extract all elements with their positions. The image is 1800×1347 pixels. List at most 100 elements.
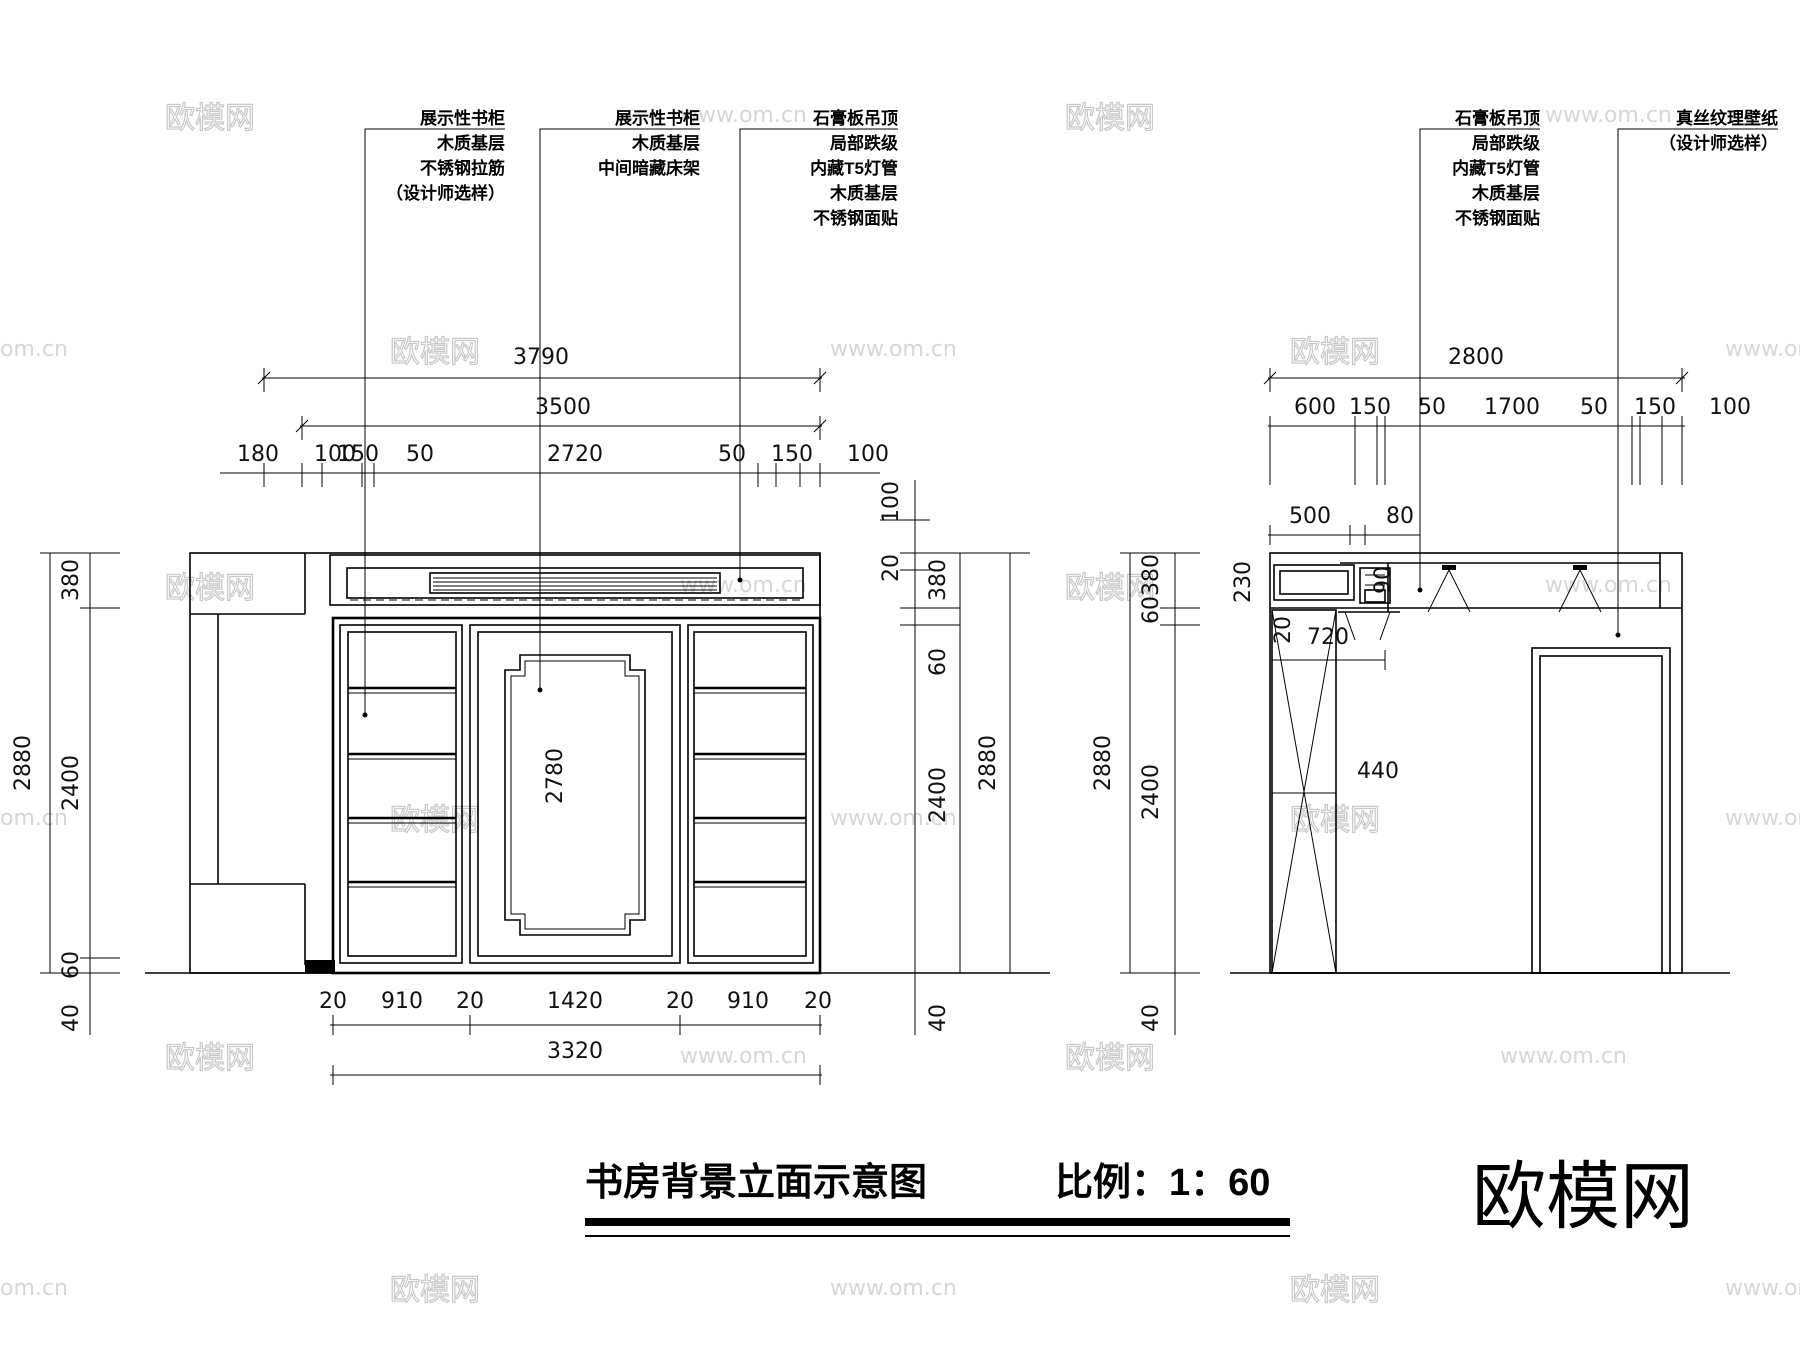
leader-dot bbox=[537, 687, 543, 693]
left-cabinet: 2780 bbox=[145, 552, 1050, 975]
watermark: www.om.cn bbox=[1725, 337, 1800, 362]
note-line: 内藏T5灯管 bbox=[1452, 158, 1540, 178]
dims-left-left: 2880 380 2400 60 40 bbox=[11, 552, 120, 1035]
watermark: 欧模网 bbox=[1290, 335, 1380, 370]
dim-chain: 1700 bbox=[1484, 395, 1540, 420]
note-line: 真丝纹理壁纸 bbox=[1676, 108, 1778, 128]
dim-chain: 50 bbox=[718, 442, 746, 467]
leader-dot bbox=[1615, 632, 1621, 638]
watermark: www.om.cn bbox=[1500, 1044, 1627, 1069]
title-block: 书房背景立面示意图 比例：1：60 bbox=[585, 1162, 1290, 1237]
dims-top-right: 2800 600 150 50 1700 50 150 100 500 80 bbox=[1263, 345, 1751, 545]
note-line: 木质基层 bbox=[436, 133, 505, 153]
note-line: 不锈钢面贴 bbox=[813, 208, 898, 228]
watermark: 欧模网 bbox=[390, 1273, 480, 1308]
note-line: 局部跌级 bbox=[1472, 133, 1540, 153]
dim-part: 2400 bbox=[926, 767, 951, 823]
dim-part: 380 bbox=[1139, 554, 1164, 596]
right-elevation: 石膏板吊顶 局部跌级 内藏T5灯管 木质基层 不锈钢面贴 真丝纹理壁纸 （设计师… bbox=[1091, 108, 1778, 1035]
watermark: 欧模网 bbox=[390, 335, 480, 370]
dim-chain: 20 bbox=[804, 989, 832, 1014]
watermark: www.om.cn bbox=[830, 806, 957, 831]
watermark: 欧模网 bbox=[1065, 1041, 1155, 1076]
watermark: 欧模网 bbox=[390, 803, 480, 838]
note-wallpaper: 真丝纹理壁纸 （设计师选样） bbox=[1615, 108, 1778, 638]
box-detail bbox=[1273, 564, 1355, 601]
leader-line bbox=[539, 128, 700, 690]
dims-left-right: 100 20 380 60 2400 40 2880 bbox=[879, 480, 1030, 1035]
note-line: 木质基层 bbox=[1471, 183, 1540, 203]
left-elevation: 展示性书柜 木质基层 不锈钢拉筋 （设计师选样） 展示性书柜 木质基层 中间暗藏… bbox=[11, 108, 1050, 1085]
watermark: www.om.cn bbox=[830, 1276, 957, 1301]
dim-chain: 100 bbox=[314, 442, 356, 467]
dim-inner-width: 3500 bbox=[535, 395, 591, 420]
dim-chain: 180 bbox=[237, 442, 279, 467]
dim-chain: 1420 bbox=[547, 989, 603, 1014]
watermark: 欧模网 bbox=[1065, 571, 1155, 606]
brand-logo: 欧模网 bbox=[1472, 1154, 1694, 1240]
dim-part: 60 bbox=[59, 951, 84, 979]
watermark: om.cn bbox=[0, 806, 68, 831]
leader-line bbox=[739, 128, 898, 580]
wall-outline bbox=[1269, 552, 1683, 974]
dim-chain: 80 bbox=[1386, 504, 1414, 529]
note-ceiling: 石膏板吊顶 局部跌级 内藏T5灯管 木质基层 不锈钢面贴 bbox=[737, 108, 898, 583]
leader-line bbox=[1419, 128, 1540, 590]
watermark: www.om.cn bbox=[1545, 573, 1672, 598]
dim-part: 2400 bbox=[1139, 764, 1164, 820]
note-display-bookcase-2: 展示性书柜 木质基层 中间暗藏床架 bbox=[537, 108, 700, 693]
dim-overall-width: 3320 bbox=[547, 1039, 603, 1064]
dim-chain: 20 bbox=[666, 989, 694, 1014]
dim-part: 60 bbox=[1139, 596, 1164, 624]
dim-chain: 600 bbox=[1294, 395, 1336, 420]
watermark: 欧模网 bbox=[1290, 803, 1380, 838]
dim-overall-width: 2800 bbox=[1448, 345, 1504, 370]
light-slot bbox=[429, 572, 721, 594]
watermark: om.cn bbox=[0, 337, 68, 362]
right-room: 20 720 440 230 90 bbox=[1230, 552, 1730, 974]
dim-chain: 500 bbox=[1289, 504, 1331, 529]
dim-interior: 90 bbox=[1371, 566, 1396, 594]
note-line: （设计师选样） bbox=[1659, 133, 1778, 153]
watermark: 欧模网 bbox=[1290, 1273, 1380, 1308]
note-line: 木质基层 bbox=[631, 133, 700, 153]
watermark: www.om.cn bbox=[1725, 1276, 1800, 1301]
dim-part: 380 bbox=[926, 559, 951, 601]
note-line: 木质基层 bbox=[829, 183, 898, 203]
note-line: 展示性书柜 bbox=[615, 108, 700, 128]
watermark: www.om.cn bbox=[1725, 806, 1800, 831]
dims-top-left: 3790 3500 180 100 150 50 2720 50 150 10 bbox=[220, 345, 889, 487]
dim-chain: 50 bbox=[1580, 395, 1608, 420]
dim-total-height: 2880 bbox=[11, 735, 36, 791]
dim-total-height: 2880 bbox=[1091, 735, 1116, 791]
dim-chain: 20 bbox=[319, 989, 347, 1014]
note-display-bookcase-1: 展示性书柜 木质基层 不锈钢拉筋 （设计师选样） bbox=[362, 108, 505, 718]
dim-chain: 2720 bbox=[547, 442, 603, 467]
side-column bbox=[1271, 609, 1337, 974]
dim-chain: 910 bbox=[727, 989, 769, 1014]
dim-interior: 720 bbox=[1307, 625, 1349, 650]
dim-part: 20 bbox=[879, 554, 904, 582]
dim-overall-width: 3790 bbox=[513, 345, 569, 370]
note-line: 石膏板吊顶 bbox=[1454, 108, 1540, 128]
ceiling-soffit bbox=[329, 554, 821, 606]
dim-chain: 50 bbox=[406, 442, 434, 467]
dim-part: 60 bbox=[926, 648, 951, 676]
note-line: （设计师选样） bbox=[386, 183, 505, 203]
dim-part: 40 bbox=[926, 1004, 951, 1032]
dim-chain: 150 bbox=[337, 442, 379, 467]
dims-right-left: 2880 60 380 2400 40 bbox=[1091, 552, 1200, 1035]
dim-part: 40 bbox=[1139, 1004, 1164, 1032]
dim-chain: 100 bbox=[1709, 395, 1751, 420]
watermark: www.om.cn bbox=[1545, 103, 1672, 128]
note-line: 不锈钢面贴 bbox=[1455, 208, 1540, 228]
dim-interior: 440 bbox=[1357, 759, 1399, 784]
title-underline bbox=[585, 1218, 1290, 1226]
note-line: 不锈钢拉筋 bbox=[420, 158, 505, 178]
dim-part: 380 bbox=[59, 559, 84, 601]
dim-part: 40 bbox=[59, 1004, 84, 1032]
dim-center-height: 2780 bbox=[543, 748, 568, 804]
dim-chain: 150 bbox=[1349, 395, 1391, 420]
dim-interior: 20 bbox=[1271, 616, 1296, 644]
